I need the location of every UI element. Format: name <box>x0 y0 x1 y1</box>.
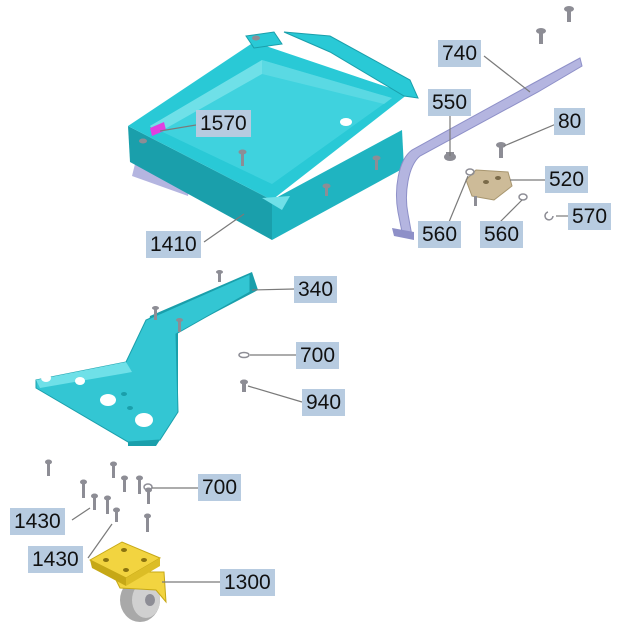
callout-520: 520 <box>545 166 589 193</box>
callout-550: 550 <box>428 89 472 116</box>
ring-700-upper <box>238 351 250 359</box>
callout-940: 940 <box>302 389 346 416</box>
callout-1410: 1410 <box>146 231 201 258</box>
callout-340: 340 <box>294 276 338 303</box>
washer-560-a <box>465 168 475 176</box>
callout-700-lower: 700 <box>198 474 242 501</box>
callout-80: 80 <box>554 108 586 135</box>
bracket-520 <box>465 169 513 206</box>
bolt-940 <box>240 379 248 392</box>
tray-flange <box>283 31 419 99</box>
callout-570: 570 <box>568 203 612 230</box>
rail-body <box>396 57 583 237</box>
callout-700-upper: 700 <box>296 342 340 369</box>
callout-1430-lower: 1430 <box>28 546 83 573</box>
callout-1300: 1300 <box>220 569 275 596</box>
caster-1300 <box>88 541 167 622</box>
ring-700-lower <box>143 483 153 491</box>
tray-studs <box>139 35 381 196</box>
leader-lines <box>71 55 568 583</box>
callout-560-left: 560 <box>418 221 462 248</box>
tray-front-wall <box>128 126 272 240</box>
screw-set-1430 <box>45 459 152 532</box>
tray-floor-hole <box>340 118 352 126</box>
tray-right-wall <box>272 130 404 240</box>
washer-560-b <box>518 193 528 201</box>
callout-560-right: 560 <box>480 221 524 248</box>
rail-part <box>392 57 583 240</box>
rail-foot <box>392 228 414 240</box>
callout-1570: 1570 <box>196 110 251 137</box>
tray-part <box>128 31 419 240</box>
rail-screws <box>536 6 574 44</box>
tray-inner-side-wall <box>262 60 392 104</box>
highlighted-part-1570 <box>150 122 166 136</box>
callout-1430-upper: 1430 <box>10 508 65 535</box>
tray-inner-back-wall <box>150 60 262 134</box>
screw-80 <box>496 142 506 158</box>
tray-corner-notch <box>262 196 290 210</box>
mounting-plate-340 <box>35 270 258 446</box>
callout-740: 740 <box>438 40 482 67</box>
clip-570 <box>544 211 554 221</box>
